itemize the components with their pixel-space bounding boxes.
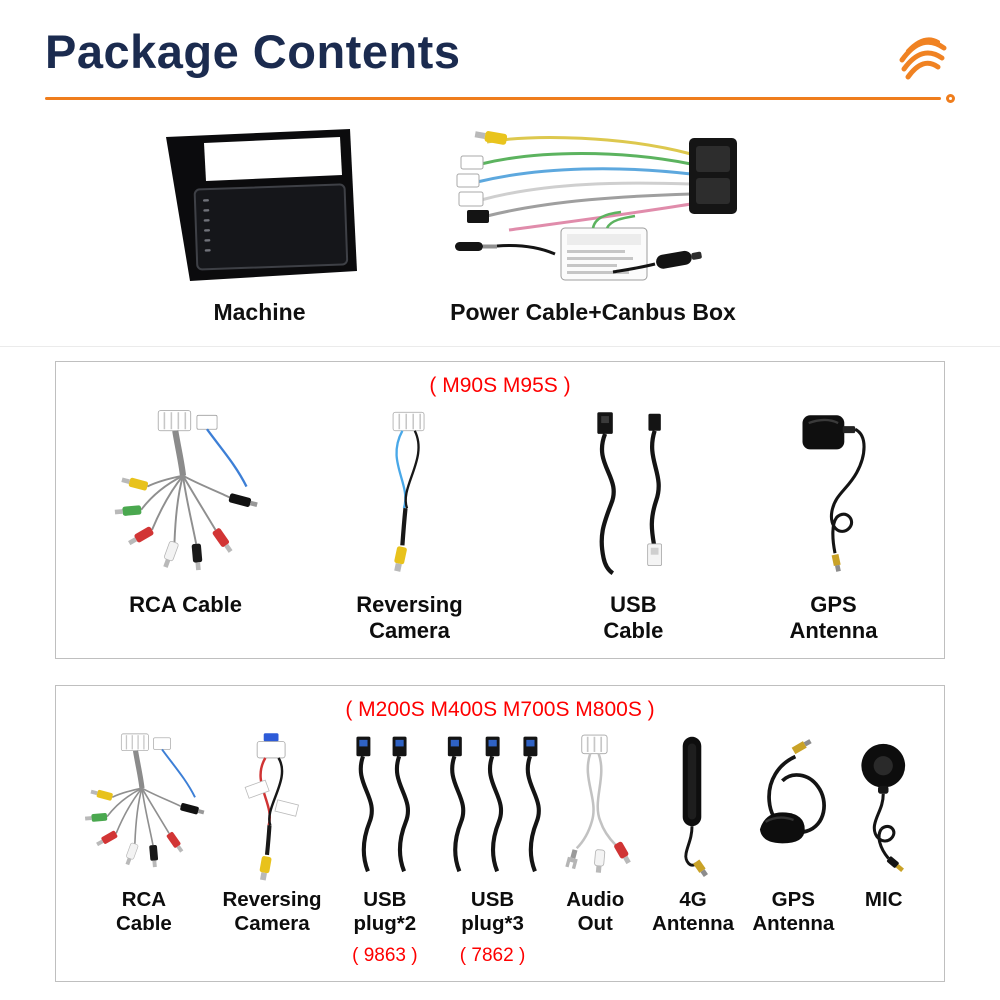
group-title: ( M90S M95S ) bbox=[429, 374, 571, 397]
item-code-label: ( 7862 ) bbox=[459, 945, 526, 967]
item-label: RCA Cable bbox=[116, 887, 172, 936]
rca-cable-image bbox=[104, 406, 267, 588]
item-label: GPS Antenna bbox=[752, 887, 835, 936]
microphone-image bbox=[843, 730, 924, 882]
package-item-reversing-camera: Reversing Camera bbox=[212, 730, 332, 936]
package-item-rca-cable: RCA Cable bbox=[76, 730, 212, 936]
item-label: USB Cable bbox=[603, 592, 664, 643]
group-box-m90s-m95s: ( M90S M95S ) bbox=[55, 361, 945, 659]
package-item-machine: Machine bbox=[142, 123, 377, 326]
brand-swirl-icon bbox=[894, 30, 952, 80]
machine-image bbox=[142, 123, 377, 289]
package-item-gps-antenna: GPS Antenna bbox=[743, 730, 843, 936]
package-item-usb-cable: USB Cable bbox=[524, 406, 743, 644]
header: Package Contents bbox=[0, 0, 1000, 80]
rca-cable-image bbox=[76, 730, 212, 882]
group1-items: RCA Cable Revers bbox=[56, 398, 944, 658]
item-label: Reversing Camera bbox=[356, 592, 463, 643]
package-item-audio-out: Audio Out bbox=[548, 730, 643, 936]
item-label: USB plug*3 bbox=[461, 887, 524, 936]
group2-items: RCA Cable Reversing Camera bbox=[56, 722, 944, 981]
item-label: Machine bbox=[213, 299, 306, 325]
package-item-rca-cable: RCA Cable bbox=[76, 406, 295, 618]
item-label: GPS Antenna bbox=[789, 592, 878, 643]
gps-antenna-image bbox=[787, 406, 880, 588]
item-label: RCA Cable bbox=[129, 592, 242, 617]
item-label: Power Cable+Canbus Box bbox=[450, 299, 736, 325]
package-item-reversing-camera: Reversing Camera bbox=[295, 406, 524, 644]
package-item-power-cable: Power Cable+Canbus Box bbox=[443, 123, 743, 326]
item-label: USB plug*2 bbox=[353, 887, 417, 936]
package-item-usb-plug-3: USB plug*3 ( 7862 ) bbox=[438, 730, 548, 967]
power-cable-canbus-image bbox=[443, 123, 743, 289]
divider-line bbox=[45, 97, 941, 100]
section-divider bbox=[0, 346, 1000, 347]
package-item-mic: MIC bbox=[843, 730, 924, 912]
package-item-4g-antenna: 4G Antenna bbox=[643, 730, 743, 936]
4g-antenna-image bbox=[654, 730, 732, 882]
package-item-gps-antenna: GPS Antenna bbox=[743, 406, 924, 644]
usb-cable-image bbox=[571, 406, 695, 588]
item-label: 4G Antenna bbox=[652, 887, 735, 936]
usb-plug-3-image bbox=[438, 730, 548, 882]
group-box-m200s-m800s: ( M200S M400S M700S M800S ) bbox=[55, 684, 945, 983]
usb-plug-2-image bbox=[340, 730, 430, 882]
audio-out-image bbox=[548, 730, 643, 882]
divider-dot-icon bbox=[946, 94, 955, 103]
item-label: Reversing Camera bbox=[222, 887, 322, 936]
accent-divider bbox=[45, 94, 955, 103]
reversing-camera-image bbox=[221, 730, 323, 882]
item-label: MIC bbox=[864, 887, 903, 911]
page-title: Package Contents bbox=[45, 25, 461, 78]
reversing-camera-image bbox=[359, 406, 460, 588]
item-label: Audio Out bbox=[566, 887, 625, 936]
package-item-usb-plug-2: USB plug*2 ( 9863 ) bbox=[332, 730, 437, 967]
item-code-label: ( 9863 ) bbox=[352, 945, 418, 967]
group-title: ( M200S M400S M700S M800S ) bbox=[345, 697, 655, 721]
gps-antenna-puck-image bbox=[745, 730, 842, 882]
top-items-section: Machine bbox=[0, 103, 1000, 326]
